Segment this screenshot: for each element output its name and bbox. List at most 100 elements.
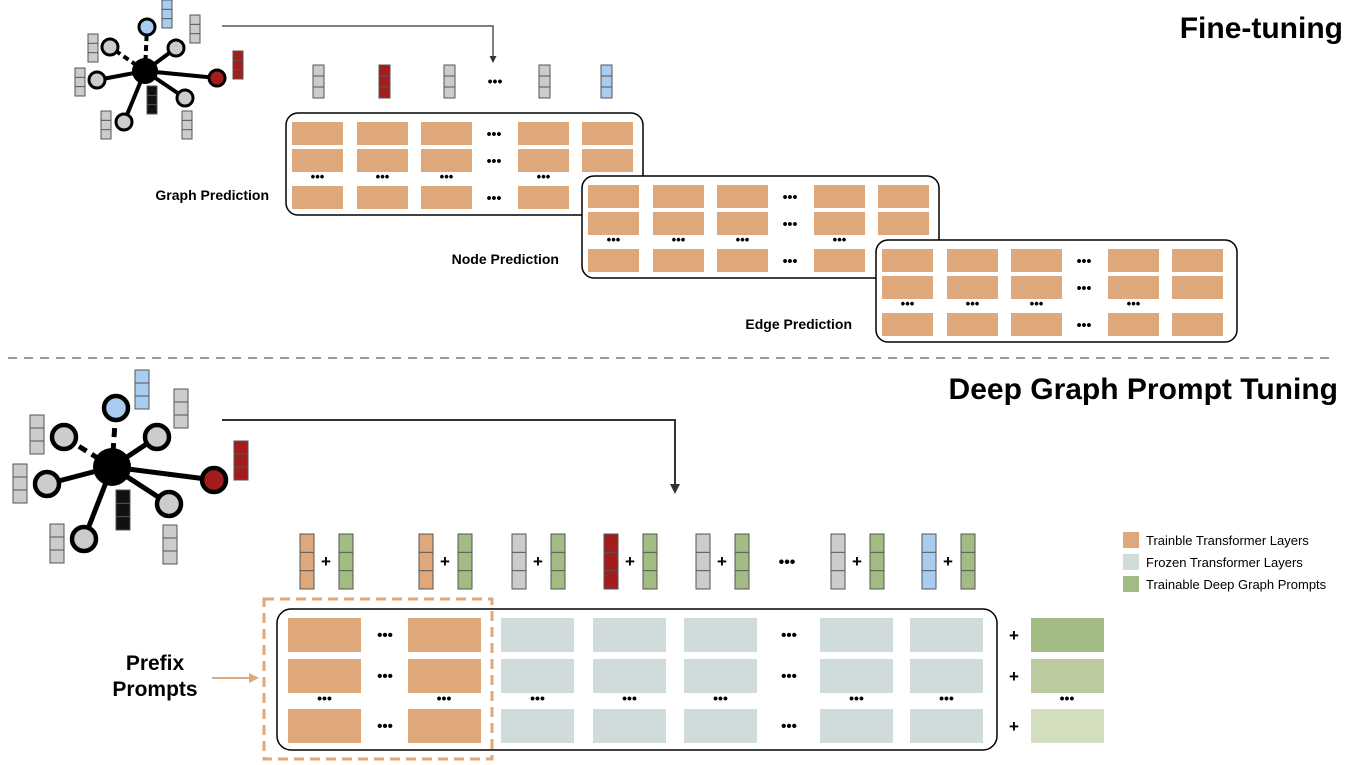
legend-label: Frozen Transformer Layers [1146, 555, 1303, 570]
frozen-layer-block [684, 709, 757, 743]
frozen-layer-block [910, 709, 983, 743]
graph-node [175, 88, 195, 108]
layer-block [882, 249, 933, 272]
ellipsis-vertical: ••• [939, 690, 954, 706]
layer-block [582, 122, 633, 145]
graph-node [49, 422, 79, 452]
ellipsis-vertical: ••• [1127, 296, 1141, 311]
embedding-token [418, 533, 434, 590]
plus-sign: + [625, 552, 635, 571]
input-token [378, 64, 391, 99]
frozen-layer-block [501, 709, 574, 743]
frozen-layer-block [501, 618, 574, 652]
node-feature-token [233, 440, 249, 481]
node-feature-token [100, 110, 112, 140]
layer-block [653, 212, 704, 235]
ellipsis-layer: ••• [377, 718, 393, 735]
layer-block [582, 149, 633, 172]
input-graph-large [12, 369, 249, 565]
graph-node [32, 469, 62, 499]
node-feature-token [173, 388, 189, 429]
prompt-token [734, 533, 750, 590]
layer-block [947, 249, 998, 272]
legend-swatch [1123, 532, 1139, 548]
frozen-layer-block [684, 659, 757, 693]
ellipsis-layer: ••• [1077, 253, 1092, 269]
legend-label: Trainble Transformer Layers [1146, 533, 1309, 548]
embedding-token [511, 533, 527, 590]
layer-block [814, 249, 865, 272]
graph-node [199, 465, 229, 495]
prefix-prompt-box [262, 597, 494, 761]
layer-block [878, 212, 929, 235]
input-arrow-top [222, 25, 497, 63]
node-feature-token [161, 0, 173, 29]
label-edge-prediction: Edge Prediction [745, 316, 852, 332]
panel-edge-prediction: ••••••••••••••••••••• [875, 239, 1238, 343]
frozen-layer-block [910, 659, 983, 693]
ellipsis-vertical: ••• [849, 690, 864, 706]
ellipsis-vertical: ••• [901, 296, 915, 311]
layer-block [717, 249, 768, 272]
ellipsis-layer: ••• [783, 253, 798, 269]
layer-block [421, 122, 472, 145]
input-token [538, 64, 551, 99]
layer-block [357, 186, 408, 209]
section-title-fine-tuning: Fine-tuning [1180, 12, 1343, 45]
layer-block [1011, 313, 1062, 336]
graph-node [101, 393, 131, 423]
graph-node [137, 17, 157, 37]
plus-sign: + [852, 552, 862, 571]
layer-block [292, 186, 343, 209]
legend-label: Trainable Deep Graph Prompts [1146, 577, 1327, 592]
plus-sign: + [717, 552, 727, 571]
ellipsis-layer: ••• [1077, 280, 1092, 296]
ellipsis-layer: ••• [783, 216, 798, 232]
layer-block [1108, 249, 1159, 272]
frozen-layer-block [593, 659, 666, 693]
layer-block [814, 212, 865, 235]
plus-sign: + [1009, 667, 1019, 686]
frozen-layer-block [501, 659, 574, 693]
prompt-token [338, 533, 354, 590]
layer-block [814, 185, 865, 208]
deep-prompt-block [1031, 659, 1104, 693]
graph-node [100, 37, 120, 57]
graph-node [207, 68, 227, 88]
prompt-token [869, 533, 885, 590]
plus-sign: + [943, 552, 953, 571]
input-arrow-bottom [222, 419, 680, 494]
trainable-layer-block [408, 659, 481, 693]
token-black [115, 489, 131, 531]
ellipsis-vertical: ••• [317, 690, 332, 706]
layer-block [653, 249, 704, 272]
layer-block [878, 185, 929, 208]
prompt-token [550, 533, 566, 590]
frozen-layer-block [820, 618, 893, 652]
input-token [600, 64, 613, 99]
node-feature-token [232, 50, 244, 80]
trainable-layer-block [408, 709, 481, 743]
embedding-token [299, 533, 315, 590]
graph-node [87, 70, 107, 90]
graph-edge [143, 26, 149, 72]
layer-block [588, 212, 639, 235]
section-title-deep-graph-prompt-tuning: Deep Graph Prompt Tuning [949, 373, 1338, 406]
layer-block [421, 149, 472, 172]
trainable-layer-block [288, 659, 361, 693]
trainable-layer-block [288, 618, 361, 652]
input-graph-small [74, 0, 244, 140]
frozen-layer-block [910, 618, 983, 652]
prompt-token [457, 533, 473, 590]
frozen-layer-block [820, 659, 893, 693]
node-feature-token [181, 110, 193, 140]
token-row-top: ••• [312, 64, 613, 99]
layer-block [421, 186, 472, 209]
frozen-layer-block [593, 618, 666, 652]
layer-block [357, 149, 408, 172]
ellipsis-vertical: ••• [530, 690, 545, 706]
prompt-token [960, 533, 976, 590]
ellipsis-layer: ••• [487, 153, 502, 169]
